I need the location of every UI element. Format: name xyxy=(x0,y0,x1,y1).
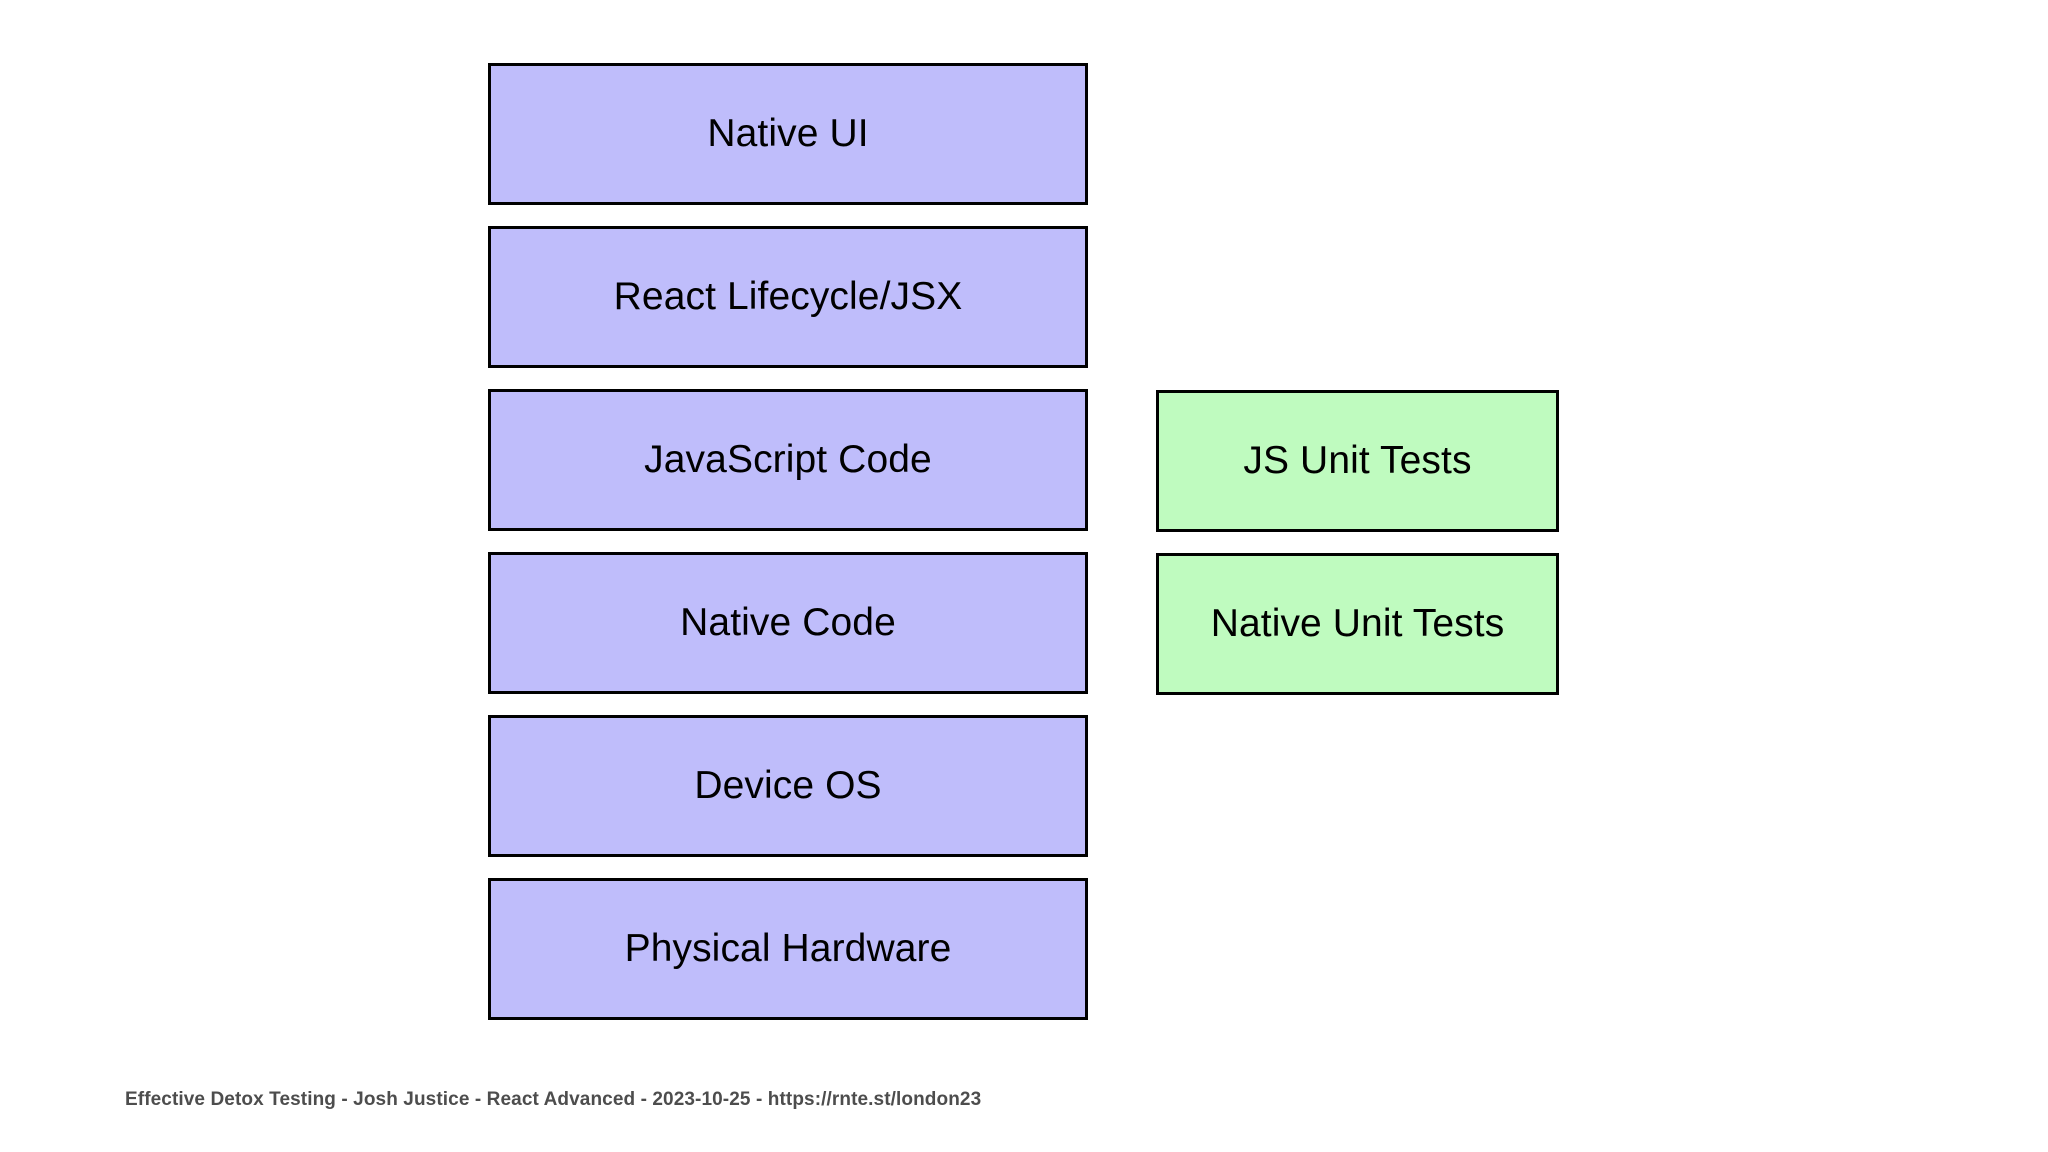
platform-layer-label: Native Code xyxy=(680,600,896,644)
tests-layer-stack: JS Unit Tests Native Unit Tests xyxy=(1156,390,1559,695)
platform-layer-label: Native UI xyxy=(707,111,869,155)
tests-layer-label: JS Unit Tests xyxy=(1243,438,1472,482)
platform-layer-react-lifecycle-jsx: React Lifecycle/JSX xyxy=(488,226,1088,368)
platform-layer-javascript-code: JavaScript Code xyxy=(488,389,1088,531)
platform-layer-label: React Lifecycle/JSX xyxy=(613,274,963,318)
platform-layer-device-os: Device OS xyxy=(488,715,1088,857)
platform-layer-native-ui: Native UI xyxy=(488,63,1088,205)
platform-layer-label: JavaScript Code xyxy=(644,437,932,481)
tests-layer-js-unit-tests: JS Unit Tests xyxy=(1156,390,1559,532)
platform-layer-physical-hardware: Physical Hardware xyxy=(488,878,1088,1020)
platform-layer-stack: Native UI React Lifecycle/JSX JavaScript… xyxy=(488,63,1088,1020)
tests-layer-native-unit-tests: Native Unit Tests xyxy=(1156,553,1559,695)
platform-layer-label: Physical Hardware xyxy=(624,926,952,970)
tests-layer-label: Native Unit Tests xyxy=(1210,601,1505,645)
slide-footer-attribution: Effective Detox Testing - Josh Justice -… xyxy=(125,1089,982,1110)
platform-layer-native-code: Native Code xyxy=(488,552,1088,694)
platform-layer-label: Device OS xyxy=(694,763,882,807)
